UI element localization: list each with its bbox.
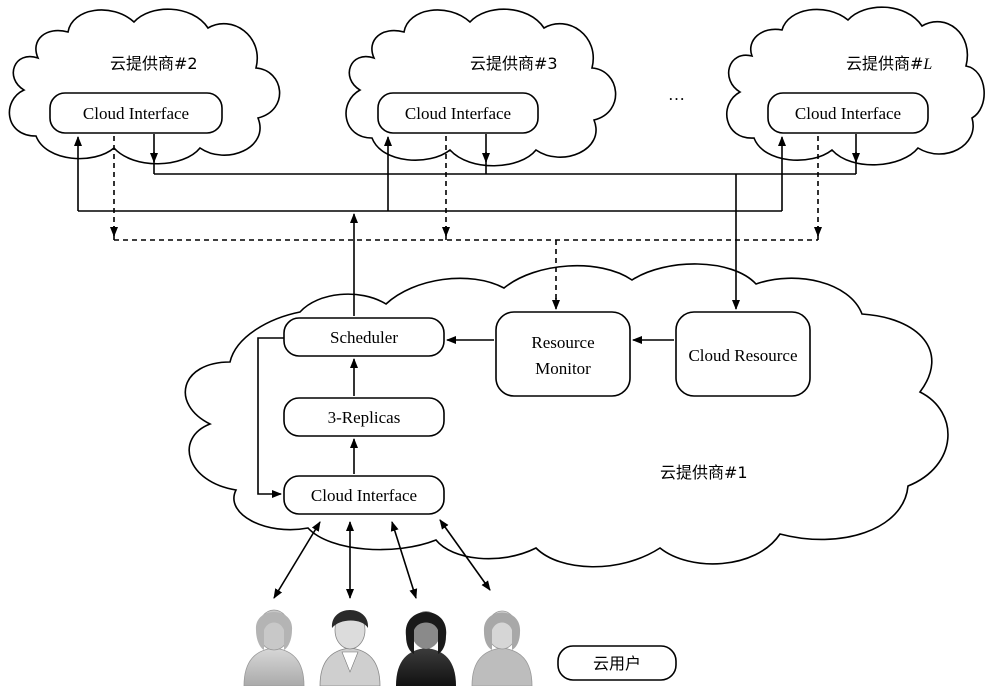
internal-arrows (257, 336, 674, 498)
provider-L-title: 云提供商#L (846, 54, 932, 73)
resource-monitor-label-1: Resource (531, 333, 594, 352)
resource-monitor-box[interactable] (495, 311, 631, 397)
scheduler-box[interactable] (283, 317, 445, 357)
provider-cloud-L: 云提供商#L Cloud Interface (725, 6, 985, 166)
users-label: 云用户 (593, 654, 641, 673)
main-interface-label: Cloud Interface (311, 486, 417, 505)
cloud-resource-label: Cloud Resource (688, 346, 797, 365)
main-provider-title: 云提供商#1 (660, 463, 748, 482)
provider-3-title: 云提供商#3 (470, 54, 558, 73)
user-1-arrow (273, 521, 321, 599)
provider-2-title: 云提供商#2 (110, 54, 198, 73)
user-2-icon (319, 610, 381, 686)
resource-monitor-label-2: Monitor (535, 359, 591, 378)
provider-3-interface-label: Cloud Interface (405, 104, 511, 123)
provider-cloud-3: 云提供商#3 Cloud Interface (345, 8, 617, 167)
replicas-box[interactable] (283, 397, 445, 437)
ellipsis: … (668, 85, 685, 104)
main-interface-box[interactable] (283, 475, 445, 515)
user-3-icon (396, 611, 456, 686)
provider-cloud-2: 云提供商#2 Cloud Interface (8, 8, 281, 165)
scheduler-feedback-arrow (257, 337, 284, 498)
user-arrows (273, 519, 491, 599)
scheduler-label: Scheduler (330, 328, 398, 347)
cloud-shape-2 (8, 8, 281, 165)
cloud-shape-3 (345, 8, 617, 167)
cloud-resource-box[interactable] (675, 311, 811, 397)
user-4-arrow (439, 519, 491, 591)
solid-connectors (74, 134, 860, 316)
provider-2-interface-label: Cloud Interface (83, 104, 189, 123)
user-4-icon (471, 610, 533, 686)
users-label-box (557, 645, 677, 681)
user-1-icon (243, 609, 305, 686)
user-3-arrow (390, 521, 418, 599)
provider-L-interface-box[interactable] (767, 92, 929, 134)
provider-L-interface-label: Cloud Interface (795, 104, 901, 123)
provider-3-interface-box[interactable] (377, 92, 539, 134)
dashed-connectors (110, 136, 822, 310)
provider-2-interface-box[interactable] (49, 92, 223, 134)
replicas-label: 3-Replicas (328, 408, 401, 427)
